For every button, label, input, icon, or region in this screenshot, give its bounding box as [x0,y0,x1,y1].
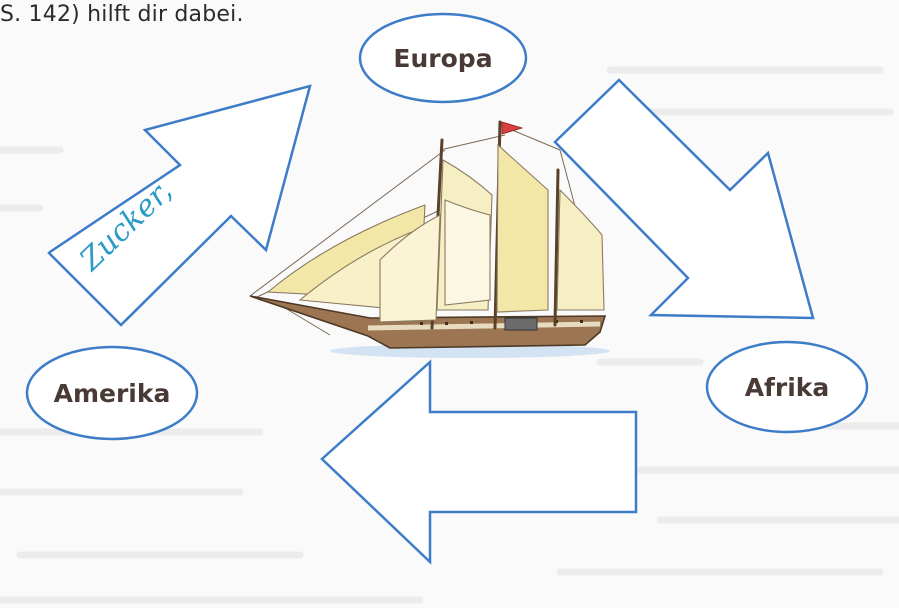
sailing-ship-illustration [249,120,610,358]
label-europe: Europa [393,44,492,73]
arrow-europe-to-africa [553,78,815,320]
intro-text: S. 142) hilft dir dabei. [0,2,244,27]
oval-america: Amerika [25,345,199,441]
label-america: Amerika [54,379,171,408]
oval-europe: Europa [358,12,528,104]
arrow-africa-to-america [320,359,638,565]
label-africa: Afrika [745,373,830,402]
oval-africa: Afrika [705,340,869,434]
